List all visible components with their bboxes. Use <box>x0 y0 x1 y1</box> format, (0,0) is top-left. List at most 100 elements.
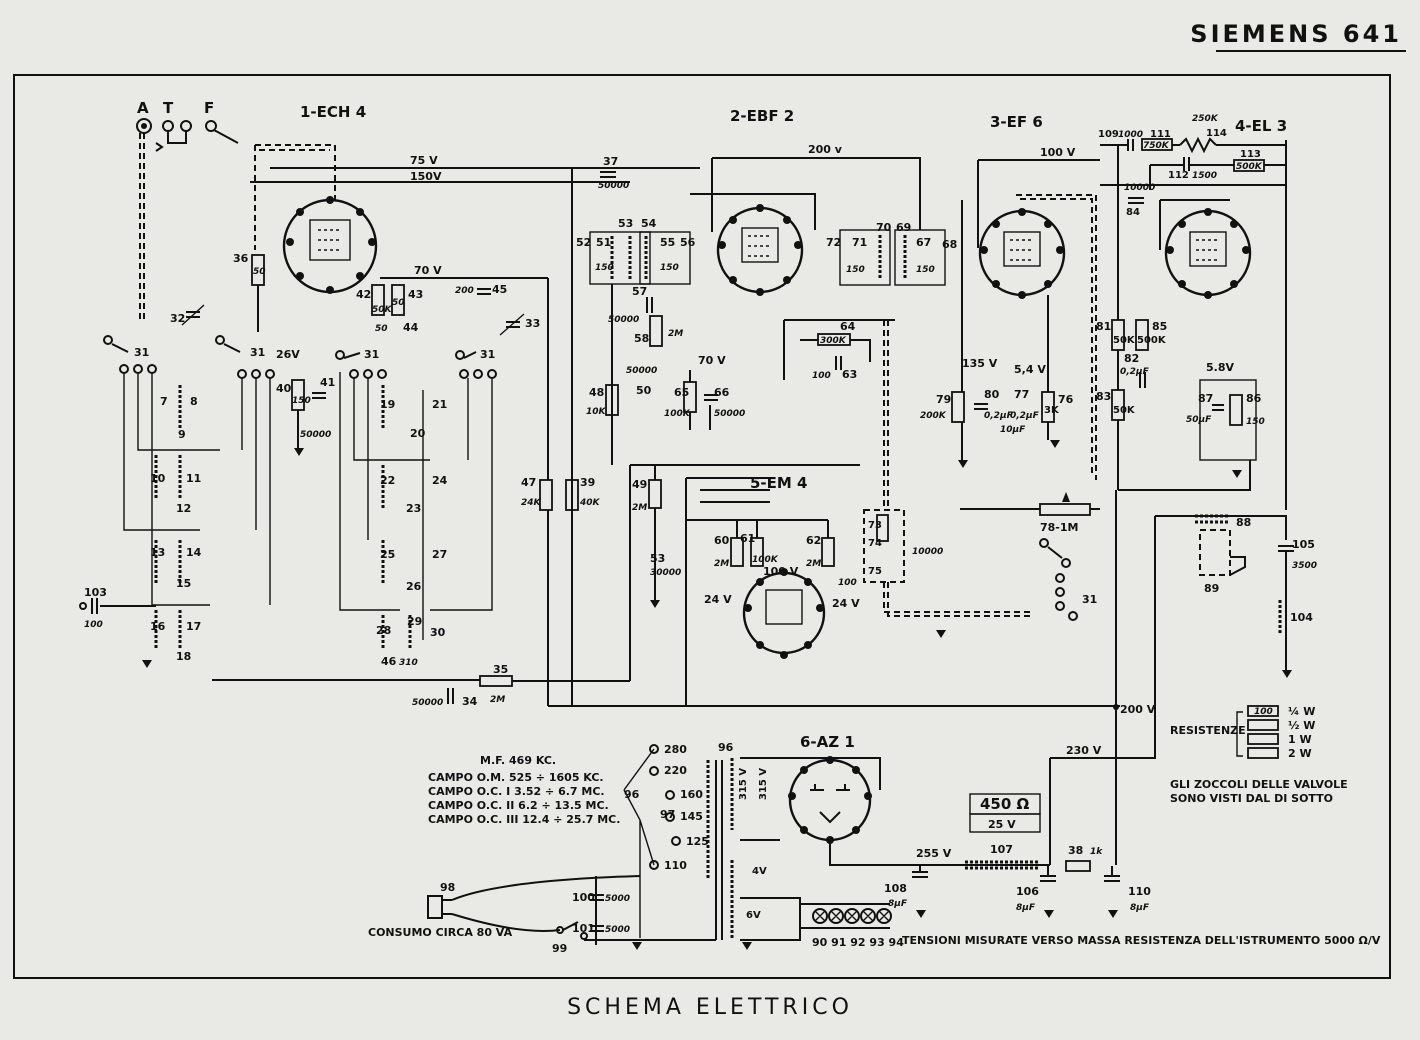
resistor-wattage-legend: RESISTENZE 100 ¼ W ½ W 1 W 2 W GLI ZOCCO… <box>1170 705 1348 805</box>
c101-label: 101 <box>572 922 595 935</box>
coil-25-label: 25 <box>380 548 395 561</box>
antenna-terminals: A T F <box>136 99 239 320</box>
s31-label-d: 31 <box>480 348 495 361</box>
c106-value: 8μF <box>1016 903 1036 913</box>
cap-21-label: 21 <box>432 398 447 411</box>
xfmr-88-label: 88 <box>1236 516 1251 529</box>
choke-voltage: 25 V <box>988 818 1016 831</box>
c109-value: 1000 <box>1118 130 1143 140</box>
cap-23-label: 23 <box>406 502 421 515</box>
c74-label: 74 <box>868 538 882 549</box>
r62-value: 2M <box>806 559 821 569</box>
c45-label: 45 <box>492 283 507 296</box>
page-title: SIEMENS 641 <box>1190 20 1402 48</box>
c74-value: 100 <box>838 578 857 588</box>
power-filter: 255 V 108 8μF 107 450 Ω 25 V 106 8μF 38 … <box>884 793 1151 913</box>
coil-13-label: 13 <box>150 546 165 559</box>
tube-1-label: 1-ECH 4 <box>300 103 366 121</box>
tap-160: 160 <box>680 788 703 801</box>
coil-29-label: 29 <box>407 615 422 628</box>
power-consumption: CONSUMO CIRCA 80 VA <box>368 926 513 939</box>
diagram-frame <box>13 74 1391 979</box>
info-mf: M.F. 469 KC. <box>480 754 556 767</box>
legend-r100: 100 <box>1254 707 1273 717</box>
r36-label: 36 <box>233 252 249 265</box>
r79-value: 200K <box>920 411 947 421</box>
c45-value: 200 <box>455 286 474 296</box>
c108-label: 108 <box>884 882 907 895</box>
c82-label: 82 <box>1124 352 1139 365</box>
c69-label: 69 <box>896 221 911 234</box>
tuning-eye-network: 60 2M 61 100K 62 2M 49 2M 53 30000 <box>632 465 835 706</box>
r36-value: 50 <box>253 267 266 277</box>
legend-w14: ¼ W <box>1288 705 1315 718</box>
measurement-note: TENSIONI MISURATE VERSO MASSA RESISTENZA… <box>902 934 1381 947</box>
capacitor-32: 32 <box>170 304 205 326</box>
tube-2-label: 2-EBF 2 <box>730 107 794 125</box>
c77-value: 0,2μF <box>1010 411 1040 421</box>
tube-ebf2: 2-EBF 2 200 v <box>690 107 921 296</box>
legend-w2: 2 W <box>1288 747 1312 760</box>
c108-value: 8μF <box>888 899 908 909</box>
resistor-40-cap-41: 40 150 41 50000 <box>276 376 335 448</box>
r85-value: 500K <box>1137 335 1167 346</box>
power-transformer: 280 220 160 145 125 110 96 97 96 315 V 3… <box>623 741 881 941</box>
r42-label: 42 <box>356 288 371 301</box>
r81-label: 81 <box>1096 320 1111 333</box>
c110-label: 110 <box>1128 885 1151 898</box>
antenna-label-f: F <box>204 99 214 117</box>
c34-value: 50000 <box>412 698 443 708</box>
c44-value: 50 <box>375 324 388 334</box>
c57-label: 57 <box>632 285 647 298</box>
c55-value: 150 <box>660 263 679 273</box>
c66-value: 50000 <box>714 409 745 419</box>
c72-label: 72 <box>826 236 841 249</box>
coil-8-label: 8 <box>190 395 198 408</box>
tap-145: 145 <box>680 810 703 823</box>
voltage-100a: 100 V <box>1040 146 1076 159</box>
r86-label: 86 <box>1246 392 1262 405</box>
c84-value: 10000 <box>1124 183 1155 193</box>
c77-value2: 10μF <box>1000 425 1026 435</box>
voltage-70a: 70 V <box>414 264 442 277</box>
c51-label: 51 <box>596 236 611 249</box>
voltage-6: 6V <box>746 910 761 921</box>
coil-19-label: 19 <box>380 398 395 411</box>
cap-9-label: 9 <box>178 428 186 441</box>
voltage-75: 75 V <box>410 154 438 167</box>
voltage-315a: 315 V <box>738 768 749 800</box>
coil-11-label: 11 <box>186 472 201 485</box>
voltage-230: 230 V <box>1066 744 1102 757</box>
c101-value: 5000 <box>605 925 630 935</box>
info-oc3: CAMPO O.C. III 12.4 ÷ 25.7 MC. <box>428 813 620 826</box>
c105-value: 3500 <box>1292 561 1317 571</box>
tap-110: 110 <box>664 859 687 872</box>
c68-label: 68 <box>942 238 957 251</box>
cap-27-label: 27 <box>432 548 447 561</box>
r40-value: 150 <box>292 396 311 406</box>
voltage-100b: 100 V <box>763 565 799 578</box>
c67-value: 150 <box>916 265 935 275</box>
coil-28-label: 28 <box>376 624 391 637</box>
r83-label: 83 <box>1096 390 1111 403</box>
capacitors-45-33: 200 45 33 <box>455 283 540 336</box>
r81-value: 50K <box>1113 335 1136 346</box>
c66-label: 66 <box>714 386 730 399</box>
resistor-36: 36 50 <box>233 252 266 332</box>
legend-title: RESISTENZE <box>1170 724 1246 737</box>
r49-value: 2M <box>632 503 647 513</box>
resistors-42-43: 42 50K 43 50 50 44 <box>356 284 423 334</box>
s31-label-b: 31 <box>250 346 265 359</box>
note-zoccoli-2: SONO VISTI DAL DI SOTTO <box>1170 792 1333 805</box>
legend-w1: 1 W <box>1288 733 1312 746</box>
r60-value: 2M <box>714 559 729 569</box>
capacitor-37: 37 50000 <box>598 155 629 191</box>
r62-label: 62 <box>806 534 821 547</box>
tube-ef6: 3-EF 6 100 V <box>961 113 1100 480</box>
c33-label: 33 <box>525 317 540 330</box>
cap-24-label: 24 <box>432 474 448 487</box>
resistor-79-cap-80: 135 V 79 200K 80 0,2μF 5,4 V 77 0,2μF 10… <box>920 295 1074 440</box>
voltage-54: 5,4 V <box>1014 363 1046 376</box>
tube-3-label: 3-EF 6 <box>990 113 1043 131</box>
resistor-64-cap-63: 64 300K 100 63 <box>783 319 895 381</box>
